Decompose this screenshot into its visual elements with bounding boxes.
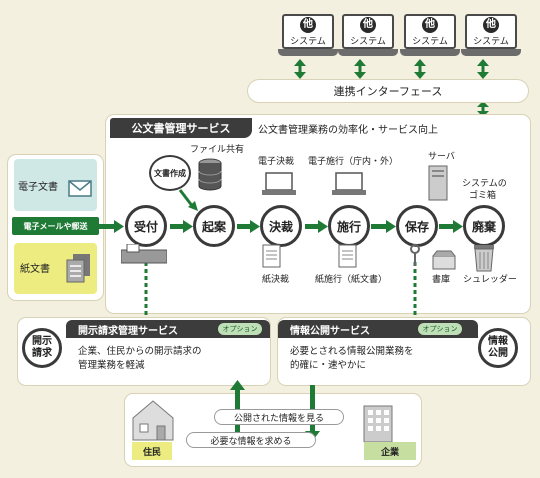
paper-docs-icon [66, 254, 90, 283]
paper-icon [262, 244, 281, 268]
shredder-label: シュレッダー [463, 275, 517, 285]
info-desc-1: 必要とされる情報公開業務を [290, 346, 414, 357]
integration-interface: 連携インターフェース [248, 80, 528, 102]
other-system-3: 他 システム [400, 14, 460, 58]
main-panel [106, 115, 530, 313]
option-badge: オプション [418, 323, 462, 335]
laptop-icon: 他 システム [404, 14, 456, 49]
server-label: サーバ [428, 152, 455, 162]
laptop-icon [262, 172, 296, 195]
paper-approval-label: 紙決裁 [262, 275, 290, 285]
step-receive: 受付 [125, 205, 167, 247]
laptop-icon [332, 172, 366, 195]
step-dispose: 廃棄 [463, 205, 505, 247]
electronic-doc-label: 電子文書 [18, 182, 58, 193]
mail-or-post-label: 電子メールや郵送 [12, 217, 99, 235]
laptop-icon: 他 システム [465, 14, 517, 49]
system-icon-text: 他 [360, 16, 376, 33]
database-icon [198, 158, 222, 191]
file-share-label: ファイル共有 [190, 145, 245, 155]
envelope-icon [68, 180, 92, 197]
reception-desk-icon [121, 244, 167, 264]
paper-doc-label: 紙文書 [20, 264, 50, 275]
key-icon [410, 244, 420, 266]
system-label: システム [473, 36, 509, 47]
paper-icon [338, 244, 357, 268]
disclosure-request-icon: 開示 請求 [22, 328, 62, 368]
shredder-icon [474, 245, 494, 272]
e-approval-label: 電子決裁 [258, 157, 295, 167]
request-info: 必要な情報を求める [186, 432, 316, 448]
view-published-info: 公開された情報を見る [214, 409, 344, 425]
system-label: システム [290, 36, 326, 47]
system-trash-label-2: ゴミ箱 [469, 191, 497, 201]
laptop-icon: 他 システム [342, 14, 394, 49]
server-icon [428, 165, 448, 201]
system-label: システム [412, 36, 448, 47]
disclosure-desc-1: 企業、住民からの開示請求の [78, 346, 202, 357]
office-building-icon [363, 405, 393, 442]
paper-enforce-label: 紙施行（紙文書） [315, 275, 388, 285]
other-system-4: 他 システム [461, 14, 521, 58]
other-system-1: 他 システム [278, 14, 338, 58]
main-subtitle: 公文書管理業務の効率化・サービス向上 [258, 125, 438, 136]
archive-label: 書庫 [432, 275, 451, 285]
system-trash-label-1: システムの [462, 179, 507, 189]
company-label: 企業 [364, 442, 416, 460]
house-icon [132, 400, 174, 441]
info-disclosure-icon: 情報 公開 [478, 328, 518, 368]
step-approve: 決裁 [260, 205, 302, 247]
system-icon-text: 他 [483, 16, 499, 33]
main-title: 公文書管理サービス [110, 118, 252, 138]
laptop-icon: 他 システム [282, 14, 334, 49]
doc-create-bubble: 文書作成 [149, 155, 191, 191]
system-icon-text: 他 [300, 16, 316, 33]
e-enforce-label: 電子施行（庁内・外） [308, 157, 399, 167]
option-badge: オプション [218, 323, 262, 335]
system-label: システム [350, 36, 386, 47]
step-draft: 起案 [193, 205, 235, 247]
system-icon-text: 他 [422, 16, 438, 33]
info-desc-2: 的確に・速やかに [290, 360, 367, 371]
disclosure-desc-2: 管理業務を軽減 [78, 360, 145, 371]
archive-box-icon [432, 250, 456, 270]
other-system-2: 他 システム [338, 14, 398, 58]
resident-label: 住民 [132, 442, 172, 460]
step-store: 保存 [396, 205, 438, 247]
